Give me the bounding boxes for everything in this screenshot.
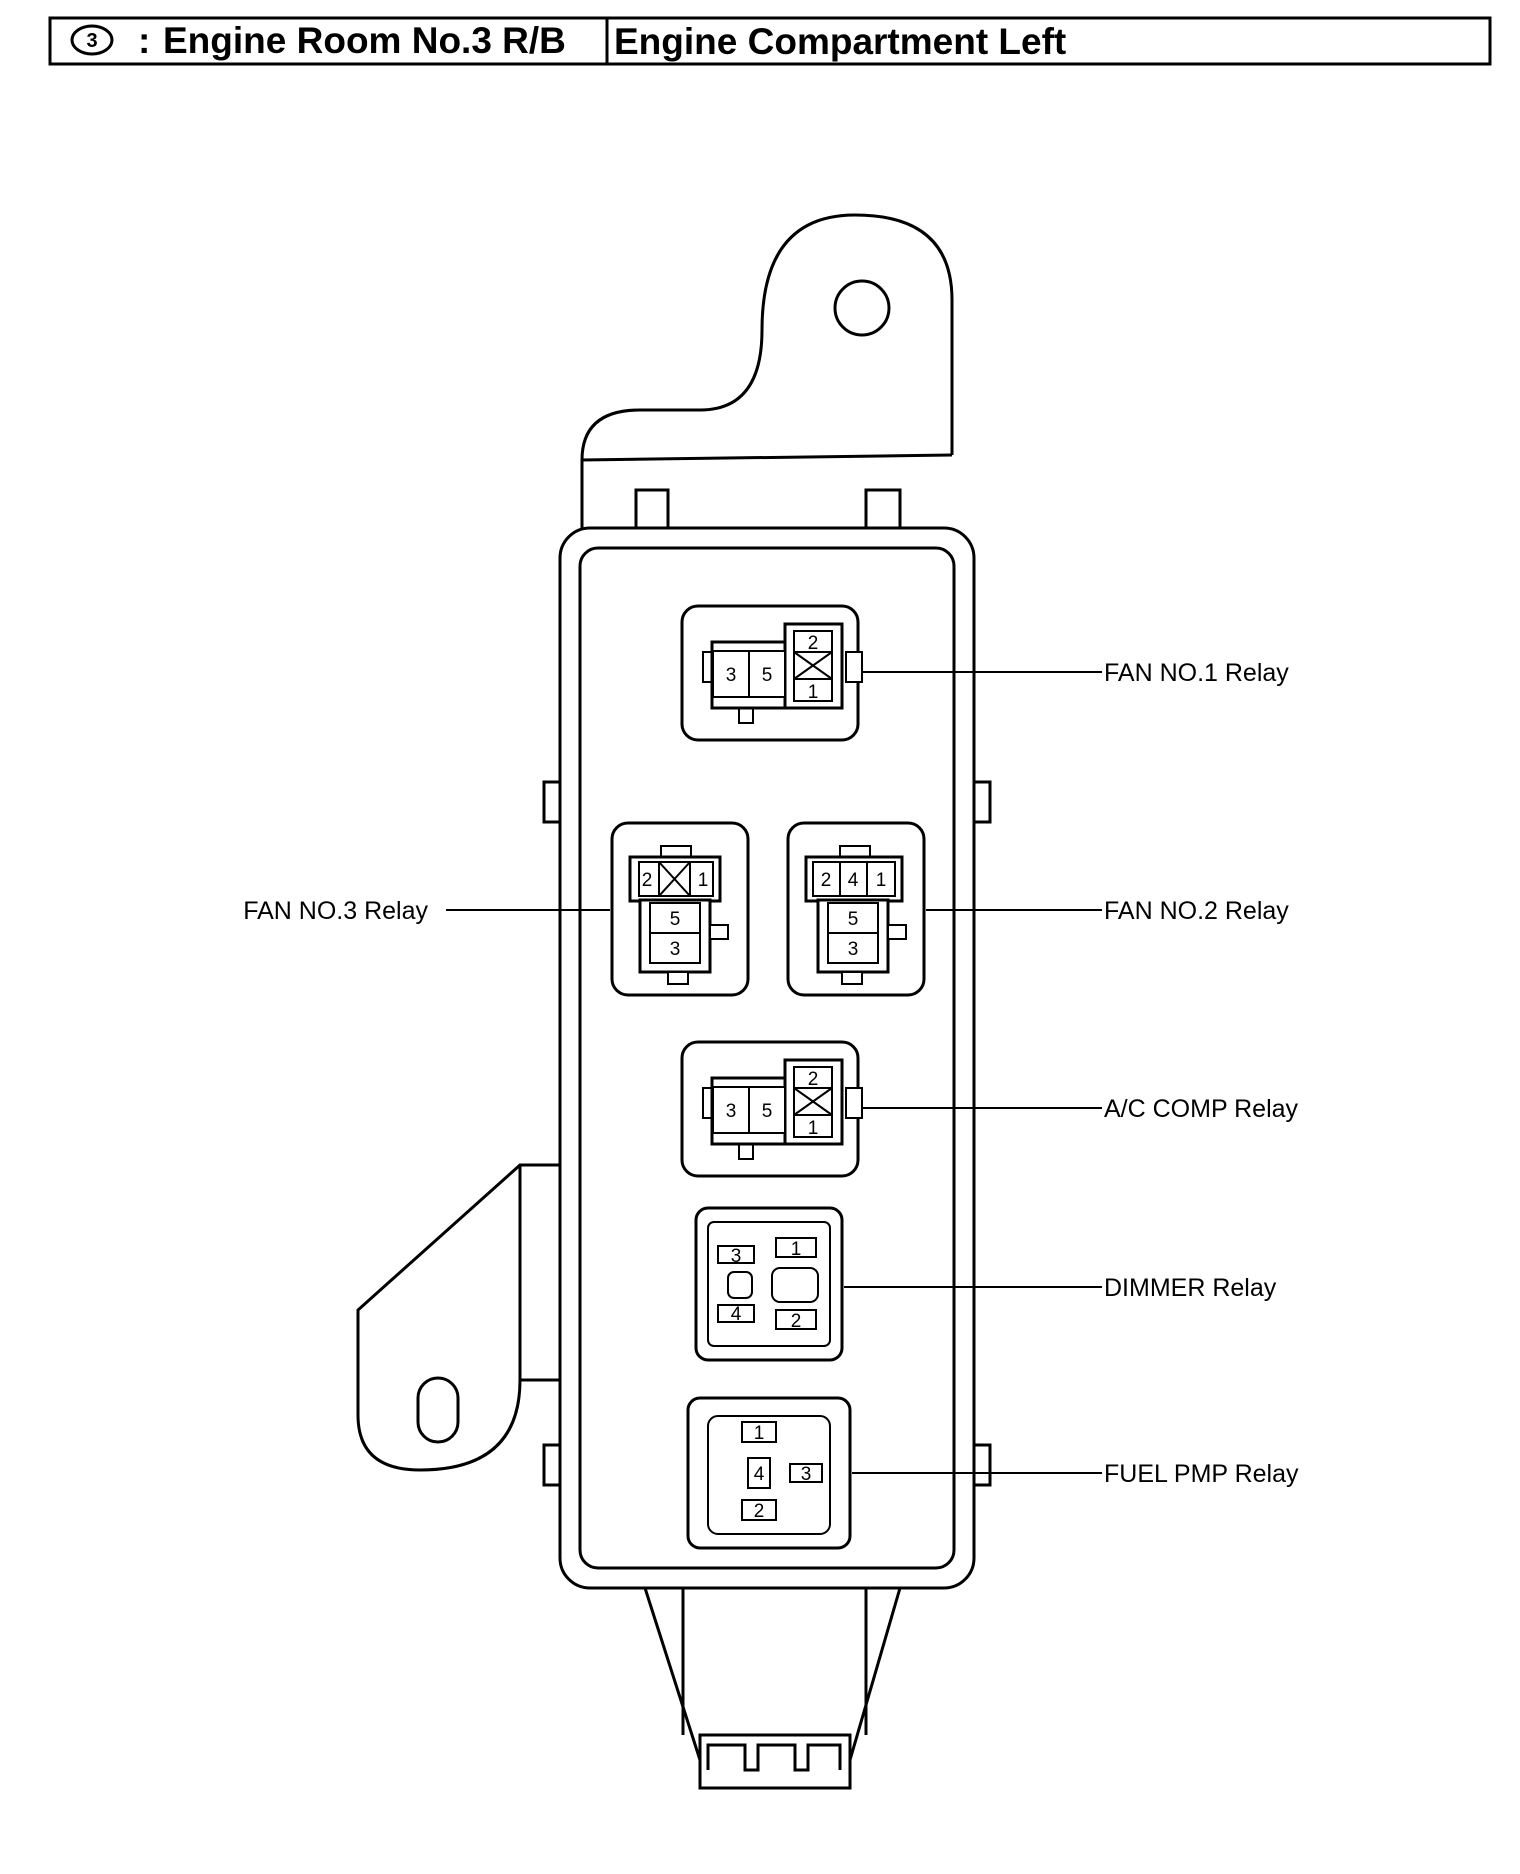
relay-label-dimmer: DIMMER Relay — [1104, 1274, 1277, 1302]
relay-block-outline — [356, 213, 992, 1790]
bracket-hole-icon — [416, 1376, 460, 1444]
relay-socket-fuel-pmp: 1 4 3 2 FUEL PMP Relay — [686, 1396, 1299, 1550]
pin-label: 1 — [808, 682, 819, 703]
pin-label: 5 — [670, 909, 681, 930]
pin-label: 2 — [808, 1069, 819, 1090]
pin-label: 3 — [848, 939, 859, 960]
relay-label-fuel-pmp: FUEL PMP Relay — [1104, 1460, 1299, 1488]
relay-label-ac-comp: A/C COMP Relay — [1104, 1095, 1299, 1123]
relay-label-fan2: FAN NO.2 Relay — [1104, 897, 1289, 925]
relay-label-fan1: FAN NO.1 Relay — [1104, 659, 1289, 687]
circled-number-icon: 3 — [70, 24, 114, 56]
pin-label: 1 — [791, 1239, 802, 1260]
relay-label-fan3: FAN NO.3 Relay — [243, 897, 428, 925]
header-separator: : — [138, 20, 150, 61]
header-bar: 3 : Engine Room No.3 R/B Engine Compartm… — [48, 16, 1492, 66]
pin-label: 1 — [698, 870, 709, 891]
relay-socket-fan3: 2 1 5 3 FAN NO.3 Relay — [243, 821, 750, 997]
relay-socket-fan2: 2 4 1 5 3 FAN NO.2 Relay — [786, 821, 1289, 997]
pin-label: 3 — [726, 1101, 737, 1122]
location-title: Engine Compartment Left — [614, 21, 1066, 62]
pin-label: 1 — [808, 1118, 819, 1139]
relay-socket-dimmer: 3 1 4 2 DIMMER Relay — [694, 1206, 1277, 1362]
pin-label: 4 — [848, 870, 859, 891]
mounting-hole-icon — [833, 279, 891, 337]
pin-label: 2 — [791, 1311, 802, 1332]
page-title: Engine Room No.3 R/B — [163, 20, 566, 61]
pin-label: 3 — [801, 1464, 812, 1485]
circled-number: 3 — [86, 30, 97, 52]
pin-label: 2 — [808, 633, 819, 654]
pin-label: 5 — [762, 665, 773, 686]
pin-label: 4 — [754, 1464, 765, 1485]
pin-label: 1 — [876, 870, 887, 891]
pin-label: 2 — [821, 870, 832, 891]
relay-socket-ac-comp: 3 5 2 1 A/C COMP Relay — [680, 1040, 1299, 1178]
pin-label: 3 — [726, 665, 737, 686]
pin-label: 5 — [848, 909, 859, 930]
pin-label: 5 — [762, 1101, 773, 1122]
pin-label: 1 — [754, 1423, 765, 1444]
relay-socket-fan1: 3 5 2 1 FAN NO.1 Relay — [680, 604, 1289, 742]
pin-label: 2 — [754, 1501, 765, 1522]
pin-label: 3 — [731, 1246, 742, 1267]
pin-label: 4 — [731, 1304, 742, 1325]
pin-label: 3 — [670, 939, 681, 960]
pin-label: 2 — [642, 870, 653, 891]
